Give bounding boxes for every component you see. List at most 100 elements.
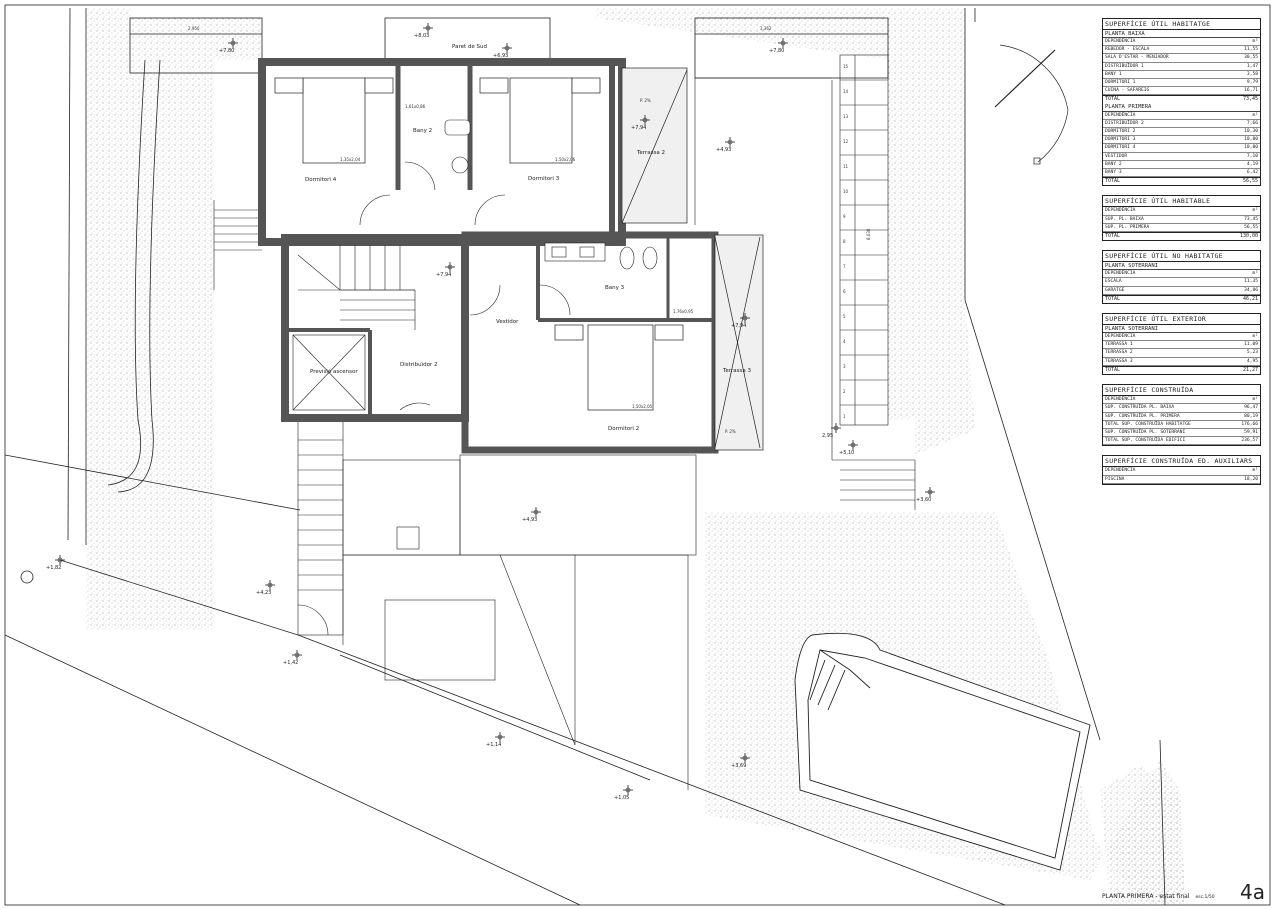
- table-head-row: DEPENDÈNCIA m²: [1103, 467, 1260, 476]
- cell-label: TOTAL: [1105, 295, 1121, 302]
- cell-label: DORMITORI 1: [1105, 80, 1136, 86]
- cell-value: m²: [1252, 112, 1258, 118]
- plan-scale: esc.1/50: [1195, 895, 1215, 900]
- cell-label: SUP. CONSTRUÏDA PL. PRIMERA: [1105, 413, 1180, 419]
- table-row: DORMITORI 3 10,00: [1103, 136, 1260, 145]
- cell-value: 21,27: [1242, 366, 1258, 373]
- cell-label: TOTAL: [1105, 233, 1121, 240]
- table-group-name: PLANTA BAIXA: [1103, 30, 1260, 38]
- level-marker-l4: +7,80: [769, 38, 788, 54]
- cell-value: 1,47: [1246, 63, 1258, 69]
- level-marker-l2: +8,03: [414, 23, 433, 39]
- cell-value: 4,95: [1246, 358, 1258, 364]
- cell-value: m²: [1252, 271, 1258, 277]
- level-value-l17: +1,05: [614, 795, 629, 801]
- level-value-l13: +4,23: [256, 590, 271, 596]
- level-marker-l16: +3,69: [731, 753, 750, 769]
- cell-label: TOTAL: [1105, 366, 1121, 373]
- stair-step-number: 1: [843, 414, 846, 419]
- cell-value: 5,23: [1246, 350, 1258, 356]
- table-head-row: DEPENDÈNCIA m²: [1103, 270, 1260, 279]
- level-value-l18: 2,95: [822, 433, 833, 439]
- level-marker-l18: 2,95: [822, 423, 841, 439]
- cell-label: DISTRIBUÏDOR 2: [1105, 120, 1144, 126]
- table-row: DISTRIBUÏDOR 1 1,47: [1103, 63, 1260, 71]
- cell-label: BANY 2: [1105, 161, 1122, 167]
- cell-value: m²: [1252, 468, 1258, 474]
- level-value-l10: +3,60: [916, 497, 931, 503]
- cell-value: 130,00: [1239, 233, 1258, 240]
- garden-stipple-left: [86, 8, 262, 630]
- cell-value: m²: [1252, 208, 1258, 214]
- room-label-distribuidor2: Distribuïdor 2: [400, 362, 437, 368]
- room-label-bany2: Bany 2: [413, 128, 432, 134]
- cell-label: REBEDOR - ESCALA: [1105, 47, 1150, 53]
- cell-label: BANY 1: [1105, 71, 1122, 77]
- dim-top-left: 2,950: [188, 26, 200, 31]
- level-marker-l6: +4,93: [716, 137, 735, 153]
- cell-value: 56,55: [1244, 224, 1258, 230]
- level-marker-l1: +7,80: [219, 38, 238, 54]
- level-value-l5: +7,94: [631, 125, 646, 131]
- cell-label: DEPENDÈNCIA: [1105, 39, 1136, 44]
- cell-value: 10,00: [1244, 137, 1258, 143]
- table-title: SUPERFÍCIE ÚTIL EXTERIOR: [1103, 314, 1260, 326]
- furniture-beds: [274, 77, 684, 411]
- cell-value: 18,20: [1244, 476, 1258, 482]
- interior-stair: [297, 245, 416, 330]
- room-label-terrassa3: Terrassa 3: [722, 368, 751, 374]
- level-marker-l10: +3,60: [916, 487, 935, 503]
- level-marker-l5: +7,94: [631, 115, 650, 131]
- elevator-shaft: [292, 334, 366, 411]
- stair-step-number: 11: [843, 164, 849, 169]
- level-value-l12: +1,82: [46, 565, 61, 571]
- cell-value: 7,10: [1246, 153, 1258, 159]
- level-value-l16: +3,69: [731, 763, 746, 769]
- room-label-terrassa2: Terrassa 2: [636, 150, 665, 156]
- table-group-name: PLANTA SOTERRANI: [1103, 262, 1260, 271]
- level-value-l6: +4,93: [716, 147, 731, 153]
- cell-value: 59,91: [1244, 429, 1258, 435]
- level-value-l15: +1,14: [486, 742, 501, 748]
- pool: [794, 632, 1091, 871]
- table-total-row: TOTAL 21,27: [1103, 365, 1260, 374]
- table-total-row: TOTAL 130,00: [1103, 232, 1260, 240]
- cell-label: PISCINA: [1105, 476, 1125, 482]
- stair-step-number: 2: [843, 389, 846, 394]
- cell-label: SUP. PL. PRIMERA: [1105, 224, 1150, 230]
- stair-step-number: 8: [843, 239, 846, 244]
- stair-step-number: 15: [843, 64, 849, 69]
- cell-label: DORMITORI 4: [1105, 145, 1136, 151]
- level-marker-l3: +6,93: [493, 43, 512, 59]
- cell-value: 96,47: [1244, 405, 1258, 411]
- cell-label: ESCALA: [1105, 279, 1122, 285]
- dim-top-right: 3,362: [760, 26, 772, 31]
- cell-label: DEPENDÈNCIA: [1105, 468, 1136, 474]
- left-exterior-stair: [213, 200, 262, 290]
- cell-value: 73,45: [1242, 96, 1258, 103]
- cell-label: DORMITORI 3: [1105, 137, 1136, 143]
- cell-label: DISTRIBUÏDOR 1: [1105, 63, 1144, 69]
- stair-step-number: 13: [843, 114, 849, 119]
- cell-value: 6,42: [1246, 170, 1258, 176]
- room-label-vestidor: Vestidor: [496, 319, 519, 325]
- table-row: SUP. PL. PRIMERA 56,55: [1103, 224, 1260, 233]
- room-label-dormitori3: Dormitori 3: [528, 176, 560, 182]
- cell-label: DEPENDÈNCIA: [1105, 271, 1136, 277]
- cell-label: TOTAL: [1105, 178, 1121, 185]
- level-value-l11: +4,93: [522, 517, 537, 523]
